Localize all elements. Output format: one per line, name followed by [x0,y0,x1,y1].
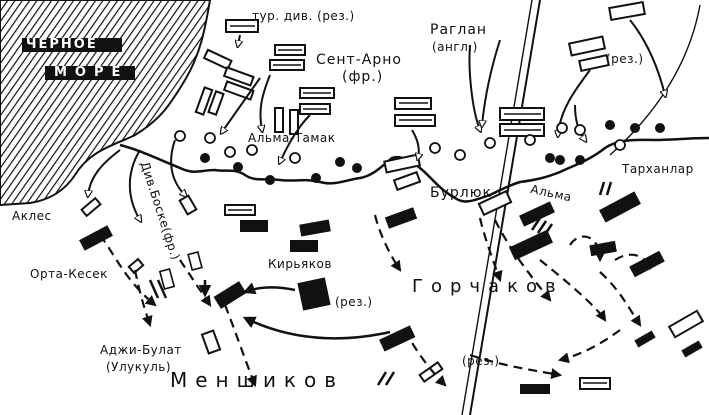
english-reserve-label: (рез.) [606,52,644,66]
menshikov-label: Меншиков [170,368,345,392]
allied-arrows [88,19,665,220]
center-reserve-label: (рез.) [335,295,373,309]
sea-label-line2: МОРЕ [54,65,129,80]
southern-markers [520,330,703,394]
st-arnaud-nationality: (фр.) [342,69,384,85]
burlyuk-label: Бурлюк [430,185,492,201]
russian-arrows [198,280,391,340]
road-main [469,0,541,415]
gorchakov-label: Горчаков [412,276,564,297]
bosque-columns [158,250,203,290]
st-arnaud-label: Сент-Арно [316,52,402,68]
south-reserve-label: (рез.) [462,354,500,368]
turk-division-label: тур. див. (рез.) [252,9,355,23]
russian-guns [200,120,665,185]
raglan-label: Раглан [430,22,488,38]
alma-tamak-label: Альма-Тамак [248,131,336,145]
allied-hatch [228,25,607,384]
allied-guns [174,122,626,164]
adzhi-bulat-label: Аджи-Булат [100,343,182,357]
raglan-nationality: (англ.) [432,40,478,54]
sea-label-patch-2 [45,66,135,80]
russian-dashed-arrows [99,214,652,388]
sea-label-patch-1 [22,38,122,52]
sea-label-line1: ЧЕРНОЕ [26,37,98,52]
ulukul-label: (Улукуль) [106,360,172,374]
slash-marks [148,181,613,386]
tarkhanlar-label: Тарханлар [622,162,694,176]
orta-kesek-label: Орта-Кесек [30,267,108,281]
akles-label: Аклес [12,209,52,223]
kiryakov-label: Кирьяков [268,257,332,271]
road-east [609,4,701,156]
black-sea [0,0,212,207]
